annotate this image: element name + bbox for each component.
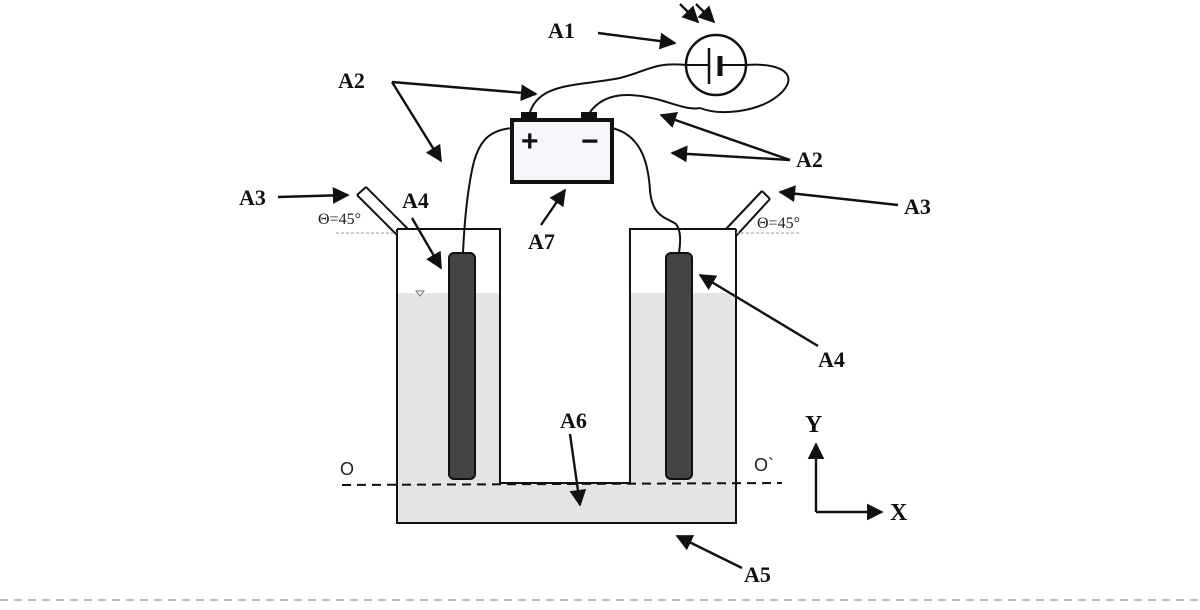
- angle-label-right: Θ=45°: [757, 215, 800, 232]
- arrow-a1: [597, 31, 677, 50]
- wire-battery-to-left-electrode: [462, 127, 513, 254]
- label-a5: A5: [744, 562, 771, 587]
- wire-light-to-battery-positive: [529, 63, 687, 113]
- angle-label-left: Θ=45°: [318, 211, 361, 228]
- wire-light-loop: [699, 63, 790, 114]
- arrow-a2-right-2: [670, 145, 791, 163]
- label-a2-left: A2: [338, 68, 365, 93]
- wire-battery-to-right-electrode: [611, 127, 682, 254]
- arrow-a5: [675, 534, 743, 570]
- label-a1: A1: [548, 18, 575, 43]
- electrolyte-liquid: [397, 293, 736, 523]
- arrow-a2-left-2: [390, 81, 443, 163]
- point-o-prime-label: O`: [754, 455, 774, 475]
- battery-positive-symbol: +: [521, 125, 539, 158]
- label-a4-left: A4: [402, 188, 429, 213]
- arrow-a3-left: [277, 187, 350, 204]
- arrow-a4-left: [410, 217, 443, 270]
- water-level-mark: [414, 290, 426, 297]
- left-outlet-tube: [356, 186, 409, 236]
- label-a4-right: A4: [818, 347, 845, 372]
- right-electrode: [665, 252, 693, 480]
- y-axis-label: Y: [805, 412, 822, 438]
- right-outlet-tube: [725, 190, 771, 237]
- arrow-a2-right-1: [659, 112, 791, 162]
- label-a2-right: A2: [796, 147, 823, 172]
- wire-battery-negative-to-light: [589, 94, 701, 113]
- label-a3-left: A3: [239, 185, 266, 210]
- label-a7: A7: [528, 229, 555, 254]
- label-a3-right: A3: [904, 194, 931, 219]
- left-electrode: [448, 252, 476, 480]
- light-source-icon: [684, 33, 748, 97]
- arrow-a2-left-1: [391, 80, 538, 102]
- u-tube-vessel: [396, 228, 737, 524]
- arrow-a7: [540, 188, 566, 226]
- battery-negative-symbol: −: [581, 125, 599, 158]
- x-axis-label: X: [890, 500, 908, 526]
- light-rays-icon: [679, 3, 716, 24]
- label-a6: A6: [560, 408, 587, 433]
- arrow-a4-right: [698, 273, 819, 348]
- reference-axis-o-o: [341, 482, 783, 486]
- arrow-a6: [568, 433, 587, 507]
- battery: [510, 112, 614, 184]
- arrow-a3-right: [778, 185, 899, 207]
- point-o-label: O: [340, 459, 354, 479]
